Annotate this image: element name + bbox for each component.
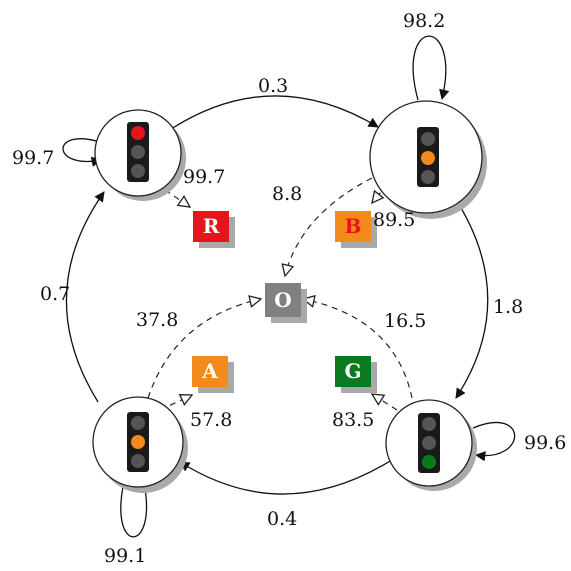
label-orange-self: 98.2 xyxy=(403,10,445,32)
edge-red-self-loop xyxy=(62,138,104,167)
state-node-orange xyxy=(369,100,487,219)
light-bottom xyxy=(131,164,145,178)
box-label-B: B xyxy=(345,214,362,238)
box-fill xyxy=(193,211,229,242)
label-green-to-G: 83.5 xyxy=(332,409,374,431)
label-orange-to-green: 1.8 xyxy=(493,296,523,318)
observation-box-B: B xyxy=(335,211,377,248)
label-amber-to-A: 57.8 xyxy=(190,409,232,431)
traffic-light-orange-icon xyxy=(417,127,439,187)
state-node-green xyxy=(385,399,477,491)
edge-green-self-loop xyxy=(472,421,516,462)
label-amber-to-red: 0.7 xyxy=(40,283,70,305)
light-top xyxy=(131,416,145,430)
light-top xyxy=(421,132,435,146)
light-middle xyxy=(131,435,145,449)
label-orange-to-B: 89.5 xyxy=(373,209,415,231)
light-top xyxy=(422,417,436,431)
edge-amber-self-loop xyxy=(120,481,151,538)
box-label-R: R xyxy=(203,214,220,238)
box-fill xyxy=(192,356,228,387)
label-orange-to-O: 8.8 xyxy=(272,183,302,205)
edge-orange-self-loop xyxy=(412,35,450,101)
traffic-light-green-icon xyxy=(418,413,440,473)
observation-box-G: G xyxy=(335,356,377,393)
label-green-self: 99.6 xyxy=(524,432,566,454)
edge-orange-to-green xyxy=(454,197,489,399)
state-node-red xyxy=(94,109,186,201)
light-top xyxy=(131,126,145,140)
edge-green-to-G xyxy=(372,394,398,411)
state-node-amber xyxy=(92,396,188,493)
edge-red-to-R xyxy=(164,189,190,207)
label-red-self: 99.7 xyxy=(12,147,54,169)
edge-green-to-O xyxy=(303,299,413,399)
light-bottom xyxy=(131,454,145,468)
light-middle xyxy=(421,151,435,165)
box-label-A: A xyxy=(201,359,218,383)
traffic-light-red-icon xyxy=(127,122,149,182)
label-green-to-O: 16.5 xyxy=(384,310,426,332)
light-middle xyxy=(131,145,145,159)
label-green-to-amber: 0.4 xyxy=(267,508,297,530)
light-middle xyxy=(422,436,436,450)
observation-box-R: R xyxy=(193,211,235,248)
traffic-light-amber-icon xyxy=(127,412,149,472)
box-fill xyxy=(335,211,371,242)
edge-amber-to-O xyxy=(147,299,261,399)
box-label-G: G xyxy=(344,359,361,383)
box-fill xyxy=(265,283,301,317)
edge-amber-to-red xyxy=(65,191,105,403)
edge-green-to-amber xyxy=(179,457,396,495)
observation-box-A: A xyxy=(192,356,234,393)
edge-red-to-orange xyxy=(164,95,379,134)
label-red-to-orange: 0.3 xyxy=(258,75,288,97)
observation-box-O: O xyxy=(265,283,307,323)
light-bottom xyxy=(421,170,435,184)
edge-orange-to-O xyxy=(285,177,373,276)
box-label-O: O xyxy=(274,288,291,312)
light-bottom xyxy=(422,455,436,469)
label-amber-self: 99.1 xyxy=(104,545,146,567)
box-fill xyxy=(335,356,371,387)
label-amber-to-O: 37.8 xyxy=(136,309,178,331)
label-red-to-R: 99.7 xyxy=(183,166,225,188)
